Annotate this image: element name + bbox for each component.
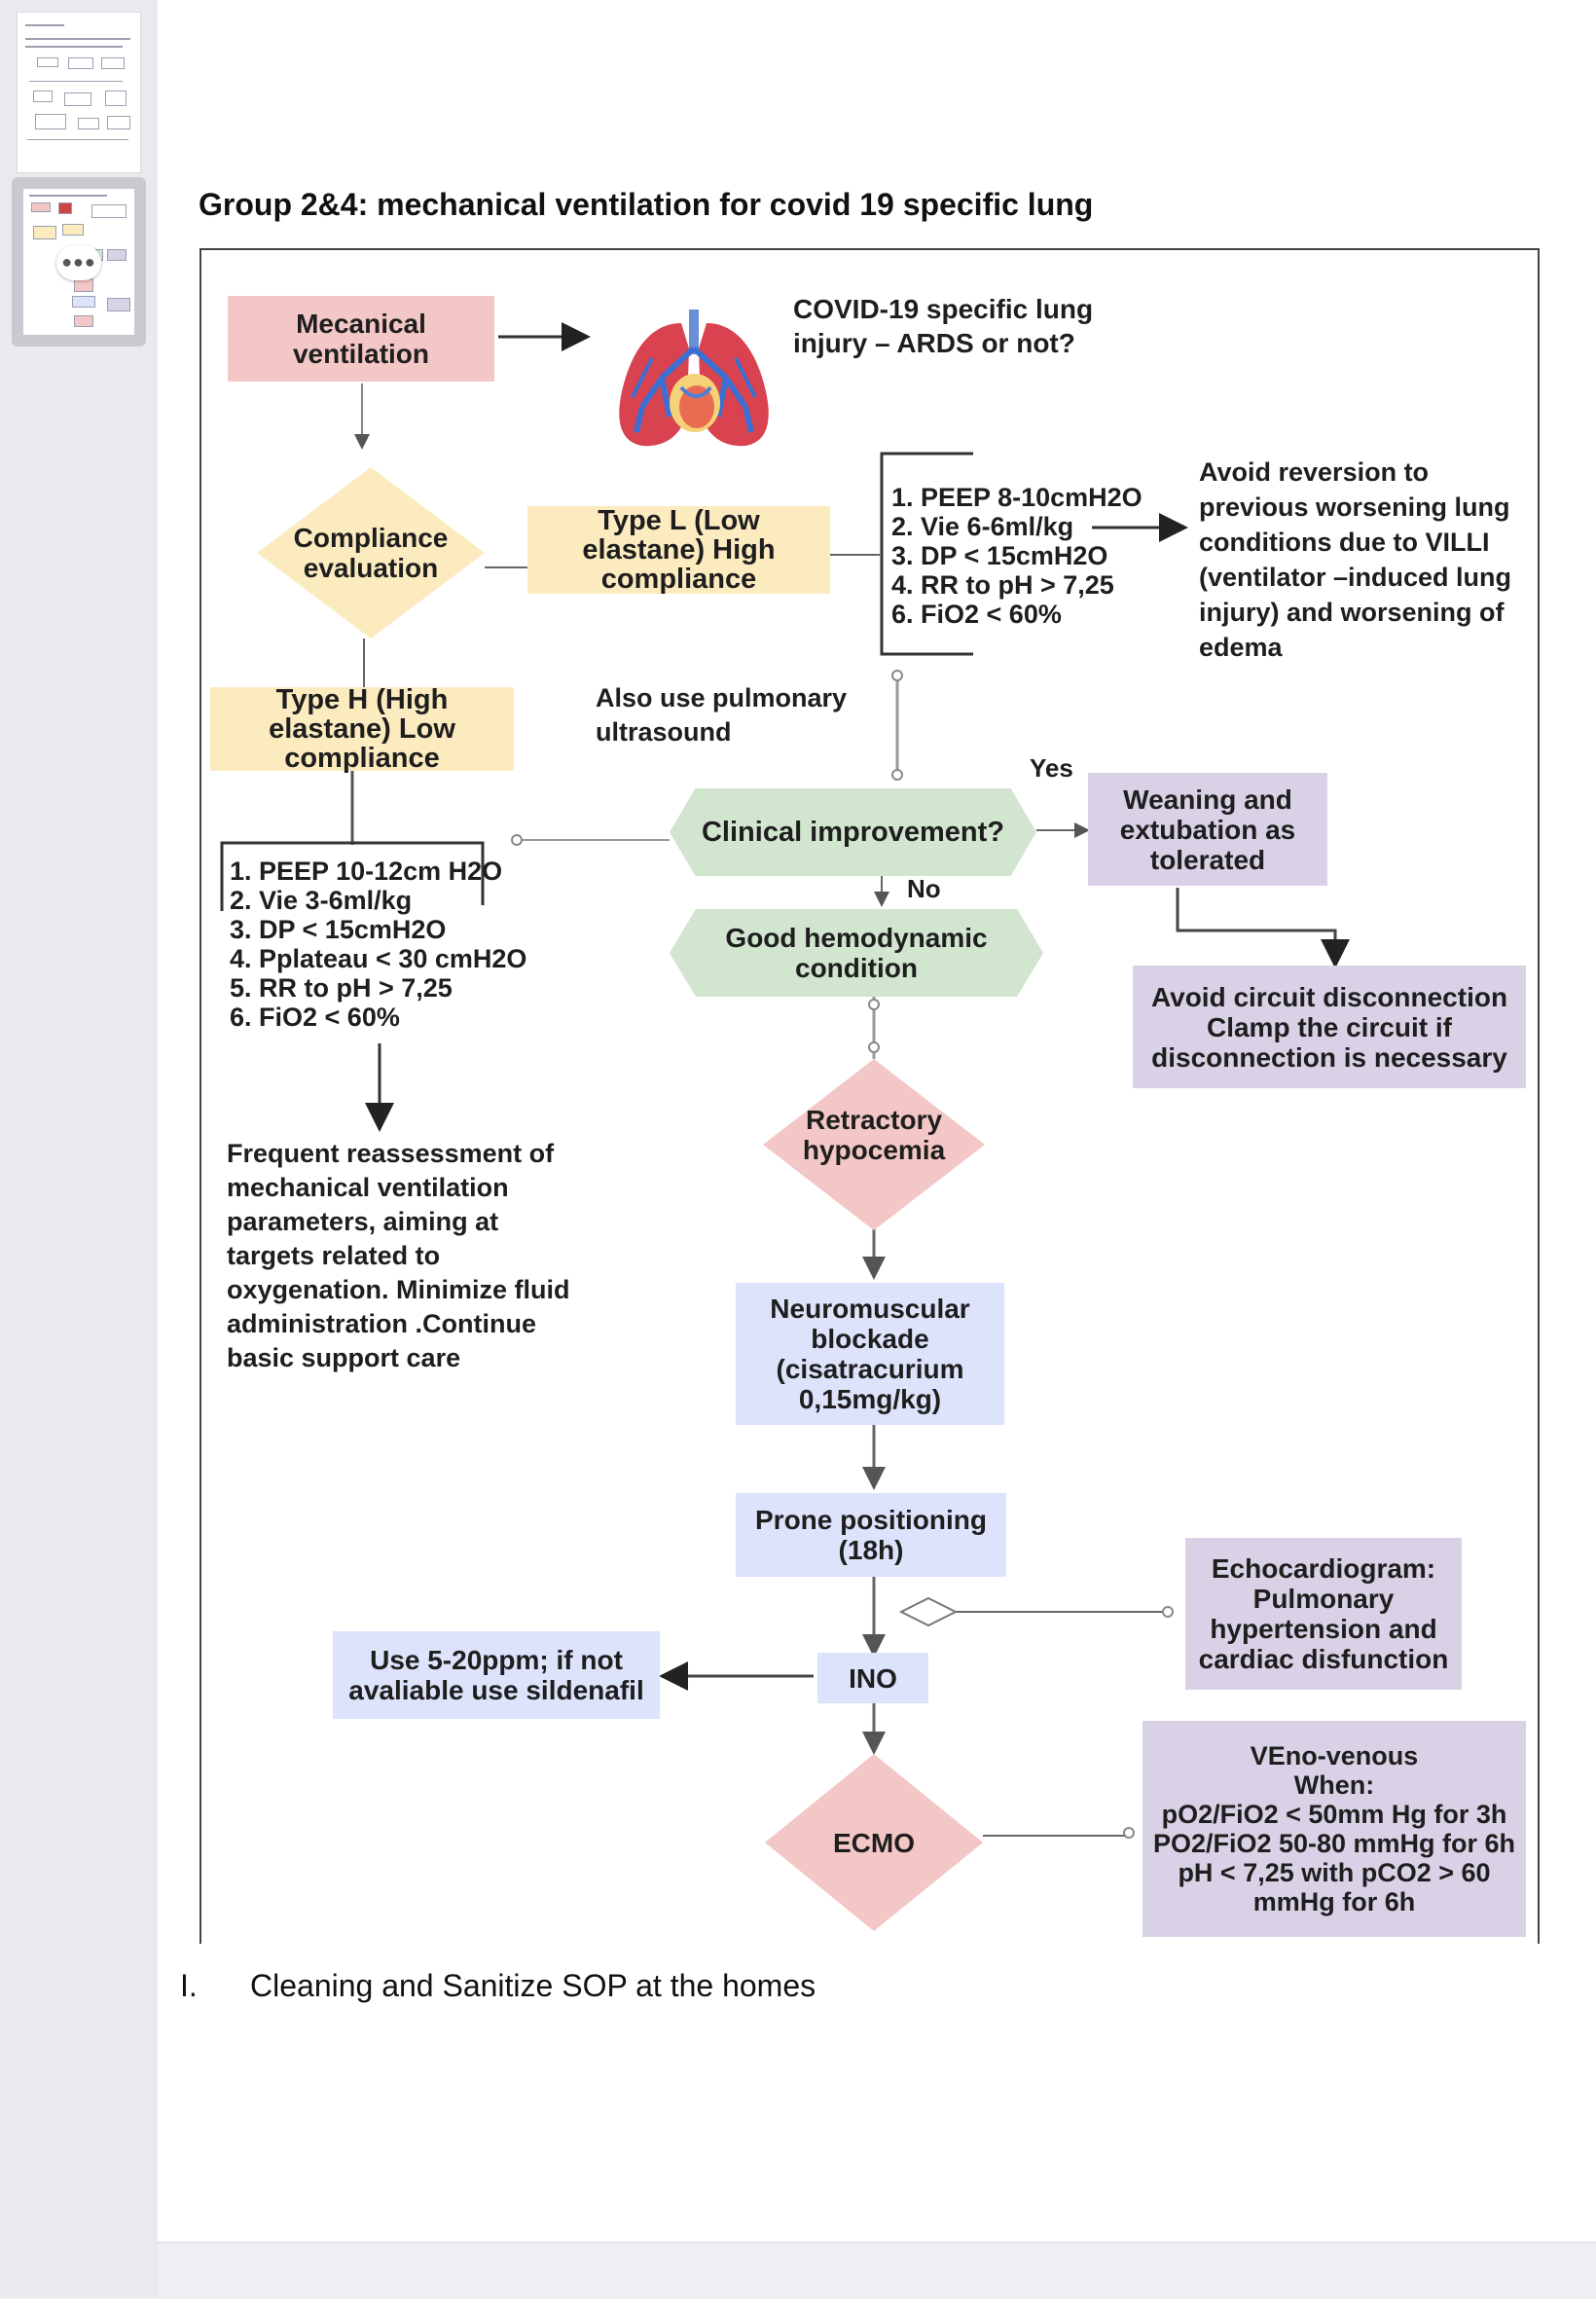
type-l-box: Type L (Low elastane) High compliance: [527, 506, 830, 594]
weaning-box: Weaning and extubation as tolerated: [1088, 773, 1327, 886]
lungs-illustration: [619, 310, 769, 447]
section-number: I.: [180, 1968, 198, 2003]
mechanical-ventilation-box: Mecanical ventilation: [228, 296, 494, 382]
echocardiogram-box: Echocardiogram: Pulmonary hypertension a…: [1185, 1538, 1462, 1690]
page-heading: Group 2&4: mechanical ventilation for co…: [199, 187, 1094, 222]
type-l-step: 6. FiO2 < 60%: [891, 600, 1062, 629]
ecmo-diamond: ECMO: [765, 1754, 983, 1931]
type-h-steps: 1. PEEP 10-12cm H2O 2. Vie 3-6ml/kg 3. D…: [230, 857, 526, 1032]
good-hemodynamic-hexagon: Good hemodynamic condition: [670, 909, 1043, 997]
page-gap: [158, 2242, 1596, 2299]
covid-question-text: COVID-19 specific lung injury – ARDS or …: [793, 294, 1094, 358]
yes-label: Yes: [1030, 753, 1073, 783]
type-h-step: 5. RR to pH > 7,25: [230, 973, 453, 1003]
type-h-step: 3. DP < 15cmH2O: [230, 915, 447, 944]
page-thumbnail-1[interactable]: [18, 13, 140, 172]
veno-criterion: mmHg for 6h: [1252, 1887, 1416, 1916]
ecmo-label: ECMO: [833, 1827, 915, 1858]
avoid-reversion-text: Avoid reversion to previous worsening lu…: [1199, 457, 1512, 662]
type-h-step: 1. PEEP 10-12cm H2O: [230, 857, 503, 886]
section-title: Cleaning and Sanitize SOP at the homes: [250, 1968, 816, 2003]
more-dots-icon[interactable]: ●●●: [56, 245, 101, 280]
compliance-evaluation-label: Compliance evaluation: [293, 523, 449, 583]
no-label: No: [907, 874, 941, 903]
frequent-reassessment-text: Frequent reassessment of mechanical vent…: [227, 1139, 570, 1372]
use-ppm-box: Use 5-20ppm; if not avaliable use silden…: [333, 1631, 660, 1719]
compliance-evaluation-diamond: Compliance evaluation: [257, 467, 485, 639]
veno-criterion: pH < 7,25 with pCO2 > 60: [1178, 1858, 1491, 1887]
type-l-steps: 1. PEEP 8-10cmH2O 2. Vie 6-6ml/kg 3. DP …: [891, 483, 1143, 629]
also-ultrasound-text: Also use pulmonary ultrasound: [596, 683, 848, 747]
thumbnail-sidebar: ●●●: [0, 0, 158, 2297]
avoid-circuit-box: Avoid circuit disconnection Clamp the ci…: [1133, 966, 1526, 1088]
type-h-step: 4. Pplateau < 30 cmH2O: [230, 944, 527, 973]
type-h-step: 6. FiO2 < 60%: [230, 1003, 400, 1032]
type-l-step: 1. PEEP 8-10cmH2O: [891, 483, 1143, 512]
type-h-step: 2. Vie 3-6ml/kg: [230, 886, 413, 915]
neuromuscular-box: Neuromuscular blockade (cisatracurium 0,…: [736, 1283, 1004, 1425]
veno-criterion: pO2/FiO2 < 50mm Hg for 3h: [1161, 1800, 1507, 1829]
veno-title: VEno-venous: [1250, 1741, 1419, 1770]
veno-when: When:: [1293, 1770, 1375, 1800]
ino-box: INO: [817, 1653, 928, 1703]
flowchart-frame: [200, 248, 1540, 1944]
type-l-step: 2. Vie 6-6ml/kg: [891, 512, 1074, 541]
type-l-step: 4. RR to pH > 7,25: [891, 570, 1114, 600]
type-h-box: Type H (High elastane) Low compliance: [210, 685, 514, 773]
refractory-label: Retractory hypocemia: [802, 1105, 946, 1165]
veno-criterion: PO2/FiO2 50-80 mmHg for 6h: [1152, 1829, 1516, 1858]
veno-venous-box: VEno-venous When: pO2/FiO2 < 50mm Hg for…: [1143, 1721, 1526, 1937]
type-l-step: 3. DP < 15cmH2O: [891, 541, 1108, 570]
prone-positioning-box: Prone positioning (18h): [736, 1493, 1006, 1577]
refractory-hypoxemia-diamond: Retractory hypocemia: [763, 1059, 985, 1230]
clinical-improvement-hexagon: Clinical improvement?: [670, 788, 1036, 876]
